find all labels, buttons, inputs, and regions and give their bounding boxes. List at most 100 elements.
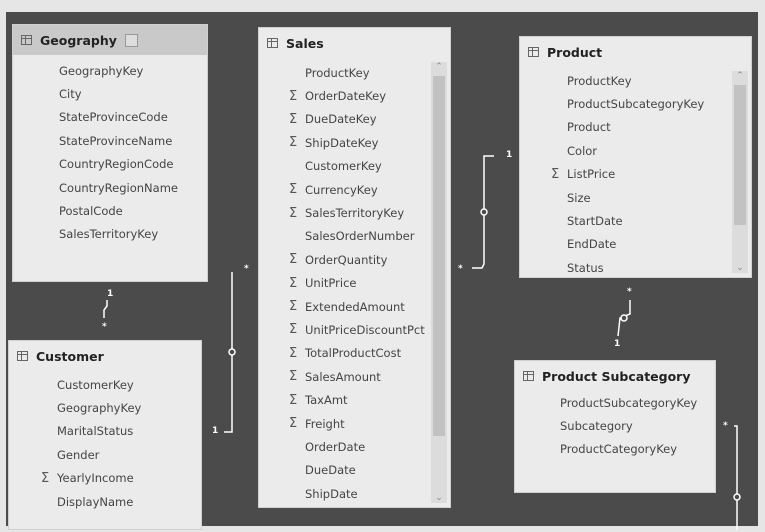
- table-title: Product: [547, 44, 603, 60]
- field-row[interactable]: GeographyKey: [57, 396, 201, 419]
- field-row[interactable]: Status: [567, 256, 751, 277]
- field-row[interactable]: MaritalStatus: [57, 420, 201, 443]
- field-row[interactable]: City: [59, 82, 207, 105]
- field-name: DisplayName: [57, 494, 134, 509]
- field-name: SalesTerritoryKey: [59, 227, 159, 242]
- field-name: Color: [567, 143, 598, 158]
- scroll-down-icon[interactable]: ⌄: [736, 263, 744, 273]
- rel-label-one: 1: [506, 150, 513, 160]
- sigma-icon: Σ: [289, 135, 298, 151]
- field-name: ShipDate: [305, 486, 358, 501]
- field-row[interactable]: Color: [567, 139, 751, 162]
- field-name: StateProvinceName: [59, 133, 173, 148]
- field-row[interactable]: Product: [567, 116, 751, 139]
- table-header[interactable]: Product Subcategory: [515, 361, 715, 391]
- field-row[interactable]: Σ DueDateKey: [289, 108, 450, 131]
- field-row[interactable]: ProductKey: [567, 69, 751, 92]
- sigma-icon: Σ: [41, 470, 50, 486]
- field-row[interactable]: OrderDate: [305, 435, 450, 458]
- sigma-icon: Σ: [289, 88, 298, 104]
- field-name: DueDateKey: [305, 112, 377, 127]
- sigma-icon: Σ: [289, 275, 298, 291]
- field-row[interactable]: SalesTerritoryKey: [59, 223, 207, 246]
- table-header[interactable]: Sales: [259, 28, 450, 58]
- field-row[interactable]: Gender: [57, 443, 201, 466]
- scroll-thumb[interactable]: [433, 76, 445, 436]
- collapse-button[interactable]: [124, 33, 138, 47]
- field-name: YearlyIncome: [57, 471, 134, 486]
- field-row[interactable]: DueDate: [305, 459, 450, 482]
- field-name: GeographyKey: [59, 63, 144, 78]
- field-name: CurrencyKey: [305, 182, 378, 197]
- field-row[interactable]: Size: [567, 186, 751, 209]
- field-name: Gender: [57, 447, 100, 462]
- rel-sales-product-dot: [480, 208, 488, 216]
- field-row[interactable]: ProductSubcategoryKey: [560, 391, 715, 414]
- field-row[interactable]: StartDate: [567, 209, 751, 232]
- field-name: ExtendedAmount: [305, 299, 405, 314]
- sigma-icon: Σ: [289, 416, 298, 432]
- field-row[interactable]: Σ YearlyIncome: [41, 467, 201, 490]
- table-header[interactable]: Product: [520, 37, 751, 67]
- table-header[interactable]: Geography: [13, 25, 207, 55]
- sigma-icon: Σ: [289, 111, 298, 127]
- field-row[interactable]: Subcategory: [560, 414, 715, 437]
- field-name: ProductSubcategoryKey: [567, 97, 705, 112]
- rel-label-one: 1: [614, 339, 621, 349]
- field-name: ProductKey: [567, 73, 632, 88]
- field-name: UnitPrice: [305, 276, 357, 291]
- field-row[interactable]: DisplayName: [57, 490, 201, 513]
- field-row[interactable]: CustomerKey: [305, 155, 450, 178]
- field-row[interactable]: SalesOrderNumber: [305, 225, 450, 248]
- field-row[interactable]: GeographyKey: [59, 59, 207, 82]
- field-row[interactable]: ShipDate: [305, 482, 450, 505]
- field-name: Status: [567, 260, 604, 275]
- scroll-up-icon[interactable]: ⌃: [736, 71, 744, 81]
- rel-subcategory-category-dot: [733, 493, 741, 501]
- scrollbar[interactable]: ⌃ ⌄: [431, 62, 447, 503]
- field-row[interactable]: StateProvinceCode: [59, 106, 207, 129]
- scroll-thumb[interactable]: [734, 85, 746, 225]
- field-row[interactable]: ProductSubcategoryKey: [567, 92, 751, 115]
- scrollbar[interactable]: ⌃ ⌄: [732, 71, 748, 273]
- field-name: OrderDate: [305, 439, 366, 454]
- field-row[interactable]: CountryRegionCode: [59, 153, 207, 176]
- scroll-up-icon[interactable]: ⌃: [435, 62, 443, 72]
- field-row[interactable]: Σ UnitPrice: [289, 272, 450, 295]
- rel-label-one: 1: [107, 289, 114, 299]
- field-name: ListPrice: [567, 167, 616, 182]
- field-row[interactable]: ProductCategoryKey: [560, 438, 715, 461]
- table-header[interactable]: Customer: [9, 341, 201, 371]
- field-row[interactable]: StateProvinceName: [59, 129, 207, 152]
- scroll-down-icon[interactable]: ⌄: [435, 493, 443, 503]
- field-row[interactable]: CustomerKey: [57, 373, 201, 396]
- field-name: Product: [567, 120, 611, 135]
- field-row[interactable]: EndDate: [567, 233, 751, 256]
- field-row[interactable]: PostalCode: [59, 199, 207, 222]
- table-product-subcategory[interactable]: Product Subcategory ProductSubcategoryKe…: [514, 360, 716, 493]
- sigma-icon: Σ: [289, 252, 298, 268]
- field-name: CustomerKey: [305, 159, 382, 174]
- field-row[interactable]: CountryRegionName: [59, 176, 207, 199]
- rel-sales-product: [472, 155, 494, 269]
- field-row[interactable]: ProductKey: [305, 61, 450, 84]
- table-icon: [528, 47, 539, 57]
